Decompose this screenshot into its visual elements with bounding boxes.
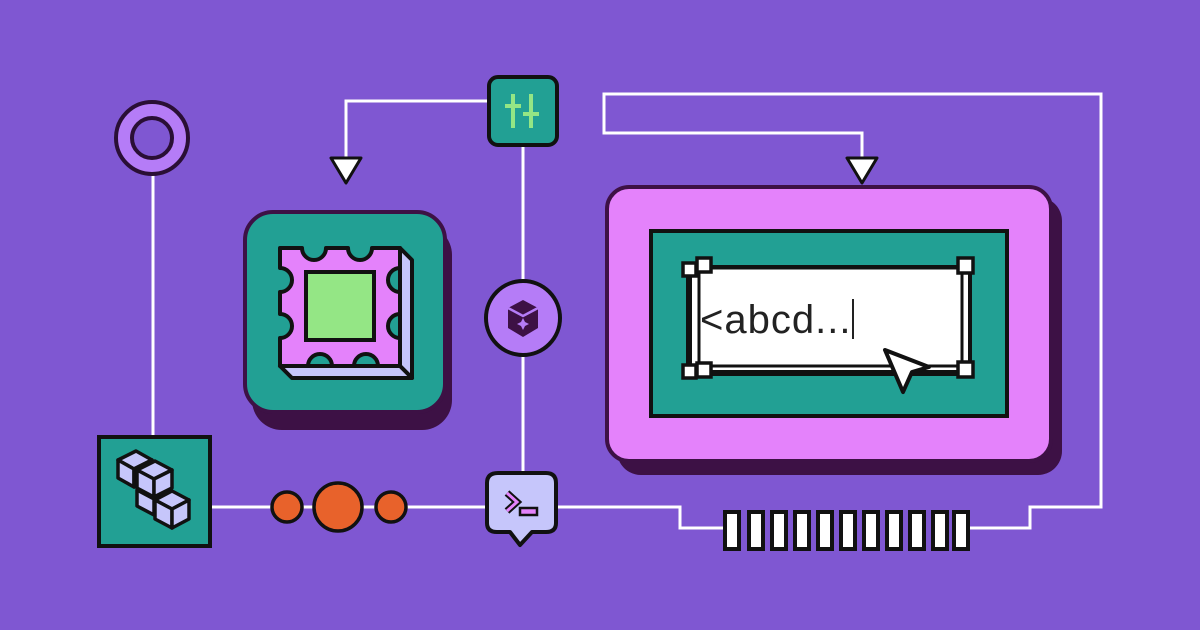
resize-handle-top-left[interactable] [681, 261, 698, 278]
arrow-down-icon [329, 156, 363, 185]
arrow-down-icon [845, 156, 879, 185]
pin-connector-icon [723, 510, 970, 551]
chip-card [243, 210, 452, 430]
text-input-value[interactable]: <abcd... [700, 292, 960, 348]
resize-handle-bottom-left[interactable] [681, 363, 698, 380]
stacked-cubes-icon [116, 449, 191, 530]
terminal-prompt-icon[interactable] [485, 471, 558, 547]
text-input-frame[interactable] [686, 265, 972, 376]
stacked-cubes-node[interactable] [97, 435, 212, 548]
resize-handle-top-right[interactable] [956, 256, 975, 275]
sliders-icon[interactable] [487, 75, 559, 147]
resize-handle-bottom-right[interactable] [956, 360, 975, 379]
text-caret [852, 299, 855, 339]
selection-handles [681, 256, 975, 380]
dots-icon [270, 481, 408, 533]
mouse-pointer-icon [883, 348, 931, 394]
box-sparkle-icon[interactable] [484, 279, 562, 357]
ring-icon [114, 100, 190, 176]
chip-stamp-icon [278, 246, 414, 380]
input-text: <abcd... [700, 298, 852, 342]
connector-lines [151, 92, 1103, 530]
